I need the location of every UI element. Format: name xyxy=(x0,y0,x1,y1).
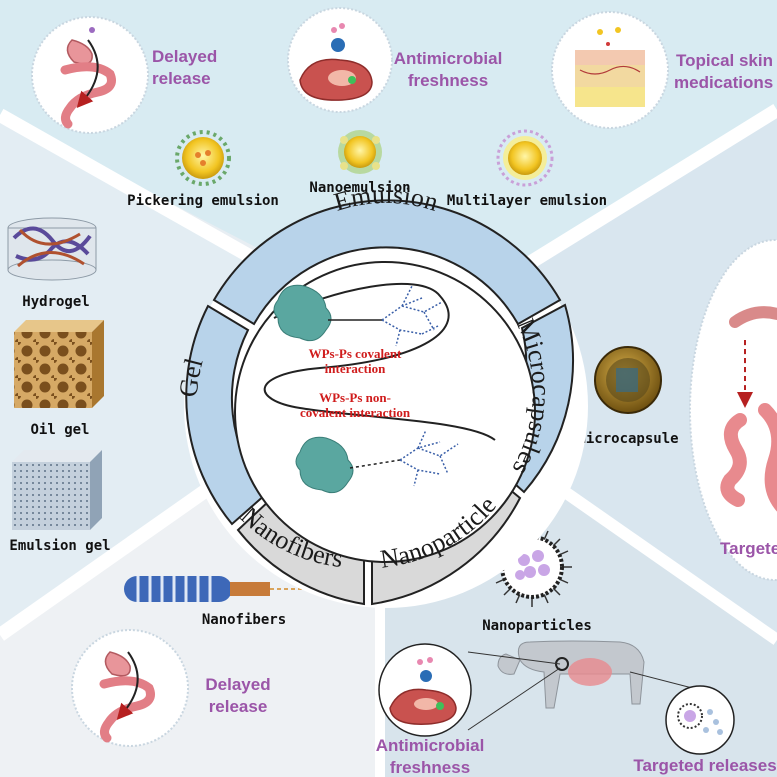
noncovalent-bond-line xyxy=(349,459,401,469)
hydrogel-icon xyxy=(7,217,97,281)
noncovalent-label-1: WPs-Ps non- xyxy=(319,390,391,405)
nanofibers-label: Nanofibers xyxy=(202,612,286,628)
bottom-delayed-label-1: Delayed xyxy=(205,675,270,694)
protein-bottom-icon xyxy=(295,436,354,494)
top-topical-label-2: medications xyxy=(674,73,773,92)
bottom-delayed-release-illustration xyxy=(71,629,189,747)
emulsion-gel-label: Emulsion gel xyxy=(9,538,110,554)
bottom-antimicrobial-label-2: freshness xyxy=(390,758,470,777)
oil-gel-icon xyxy=(14,320,104,408)
pickering-droplet-icon xyxy=(175,130,231,186)
pickering-emulsion-label: Pickering emulsion xyxy=(127,193,279,209)
top-antimicrobial-label-1: Antimicrobial xyxy=(394,49,503,68)
cow-illustration xyxy=(467,640,701,731)
polysaccharide-bottom-icon xyxy=(399,429,459,487)
bottom-delayed-label-2: release xyxy=(209,697,268,716)
nanoemulsion-label: Nanoemulsion xyxy=(309,180,410,196)
multilayer-droplet-icon xyxy=(496,129,554,187)
nanoparticles-label: Nanoparticles xyxy=(482,618,592,634)
top-topical-label-1: Topical skin xyxy=(676,51,773,70)
hydrogel-label: Hydrogel xyxy=(22,294,89,310)
covalent-label-1: WPs-Ps covalent xyxy=(309,346,402,361)
divider-top-right xyxy=(511,104,777,278)
center-ring: WPs-Ps covalent interaction WPs-Ps non- … xyxy=(174,180,588,608)
top-delayed-release-illustration xyxy=(31,16,149,134)
oil-gel-label: Oil gel xyxy=(30,422,89,438)
noncovalent-label-2: covalent interaction xyxy=(300,405,411,420)
top-antimicrobial-illustration xyxy=(287,7,393,113)
bottom-antimicrobial-illustration xyxy=(378,643,472,737)
divider-bottom-left xyxy=(0,464,240,641)
polysaccharide-top-icon xyxy=(381,285,443,347)
microcapsule-icon xyxy=(594,346,662,414)
emulsion-gel-icon xyxy=(12,450,102,530)
top-delayed-label-2: release xyxy=(152,69,211,88)
microcapsule-label: Microcapsule xyxy=(577,431,678,447)
divider-top-left xyxy=(0,108,264,269)
top-antimicrobial-label-2: freshness xyxy=(408,71,488,90)
bottom-targeted-illustration xyxy=(665,685,735,755)
bottom-antimicrobial-label-1: Antimicrobial xyxy=(376,736,485,755)
emulsion-segment xyxy=(212,199,562,326)
top-delayed-label-1: Delayed xyxy=(152,47,217,66)
bottom-targeted-label: Targeted releases xyxy=(633,756,776,775)
top-skin-illustration xyxy=(551,11,669,129)
multilayer-emulsion-label: Multilayer emulsion xyxy=(447,193,607,209)
protein-top-icon xyxy=(273,284,332,342)
nanoemulsion-droplet-icon xyxy=(338,130,382,174)
divider-bottom-right xyxy=(541,473,777,645)
right-targeted-label: Targete xyxy=(720,539,777,558)
right-targeted-illustration xyxy=(689,239,777,581)
covalent-label-2: interaction xyxy=(325,361,386,376)
center-divider-curve xyxy=(263,283,496,441)
